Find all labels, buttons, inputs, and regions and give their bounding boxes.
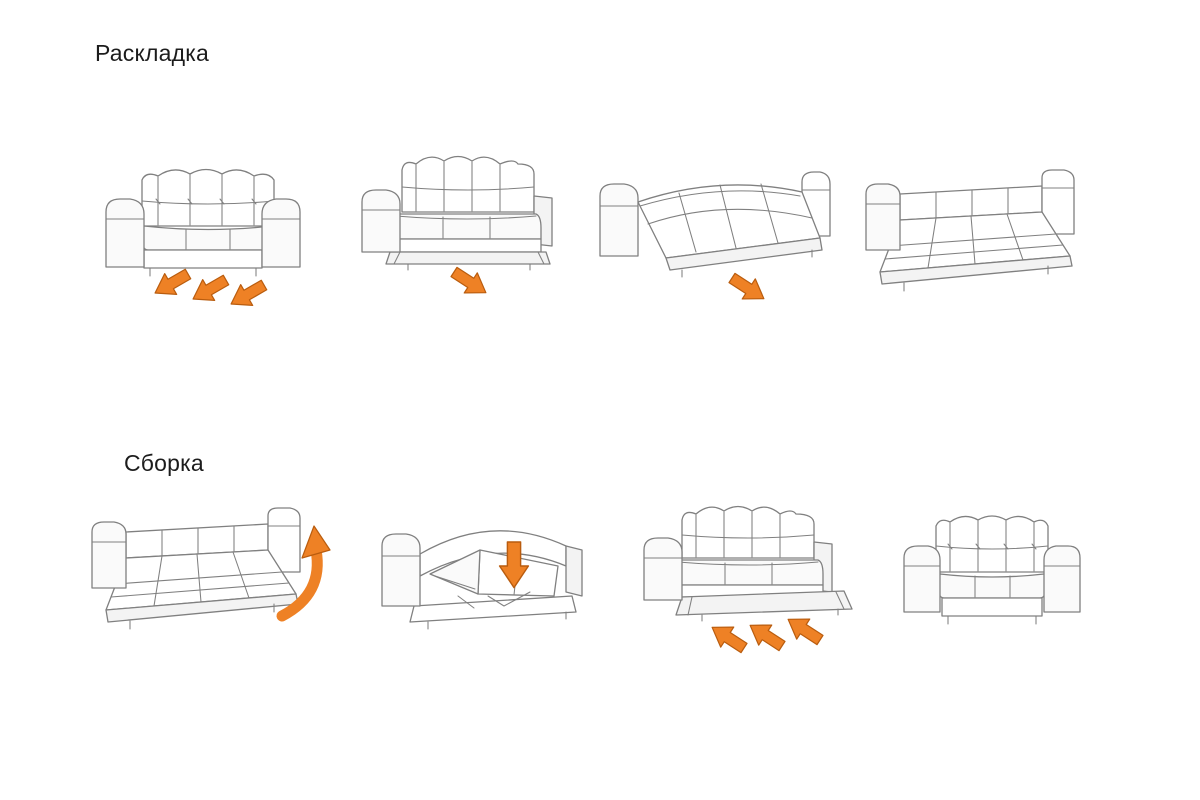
push-in-arrow-icon: [749, 624, 786, 652]
sofa-bed-flat-icon: [865, 169, 1075, 292]
pull-out-arrow-icon: [154, 268, 192, 295]
sofa-backrest-lowering-icon: [599, 171, 831, 300]
fold-step-1: [76, 486, 342, 670]
bed-lift-edge-icon: [91, 507, 331, 630]
fold-step-2: [362, 492, 598, 670]
unfold-step-3: [584, 146, 840, 324]
pull-out-arrow-icon: [450, 266, 487, 294]
section-title-fold: Сборка: [124, 450, 204, 476]
push-in-arrow-icon: [787, 618, 824, 646]
pull-out-arrow-icon: [728, 272, 765, 300]
unfold-step-1: [88, 146, 320, 324]
pull-out-arrow-icon: [230, 279, 268, 306]
push-in-arrow-icon: [711, 626, 748, 654]
lift-up-arrow-icon: [276, 544, 323, 622]
bed-section-folding-icon: [381, 530, 583, 630]
fold-step-4: [896, 494, 1102, 672]
sofa-assembled-icon: [105, 168, 301, 306]
fold-down-arrow-icon: [498, 541, 530, 589]
unfold-step-2: [338, 140, 574, 318]
sofa-push-base-icon: [643, 505, 853, 654]
pull-out-arrow-icon: [192, 274, 230, 301]
fold-step-3: [622, 492, 878, 676]
sofa-assembled-icon: [903, 515, 1081, 625]
unfold-step-4: [844, 152, 1100, 330]
sofa-base-pulled-icon: [361, 155, 553, 294]
lift-up-arrowhead-icon: [301, 525, 331, 559]
section-title-unfold: Раскладка: [95, 40, 209, 66]
